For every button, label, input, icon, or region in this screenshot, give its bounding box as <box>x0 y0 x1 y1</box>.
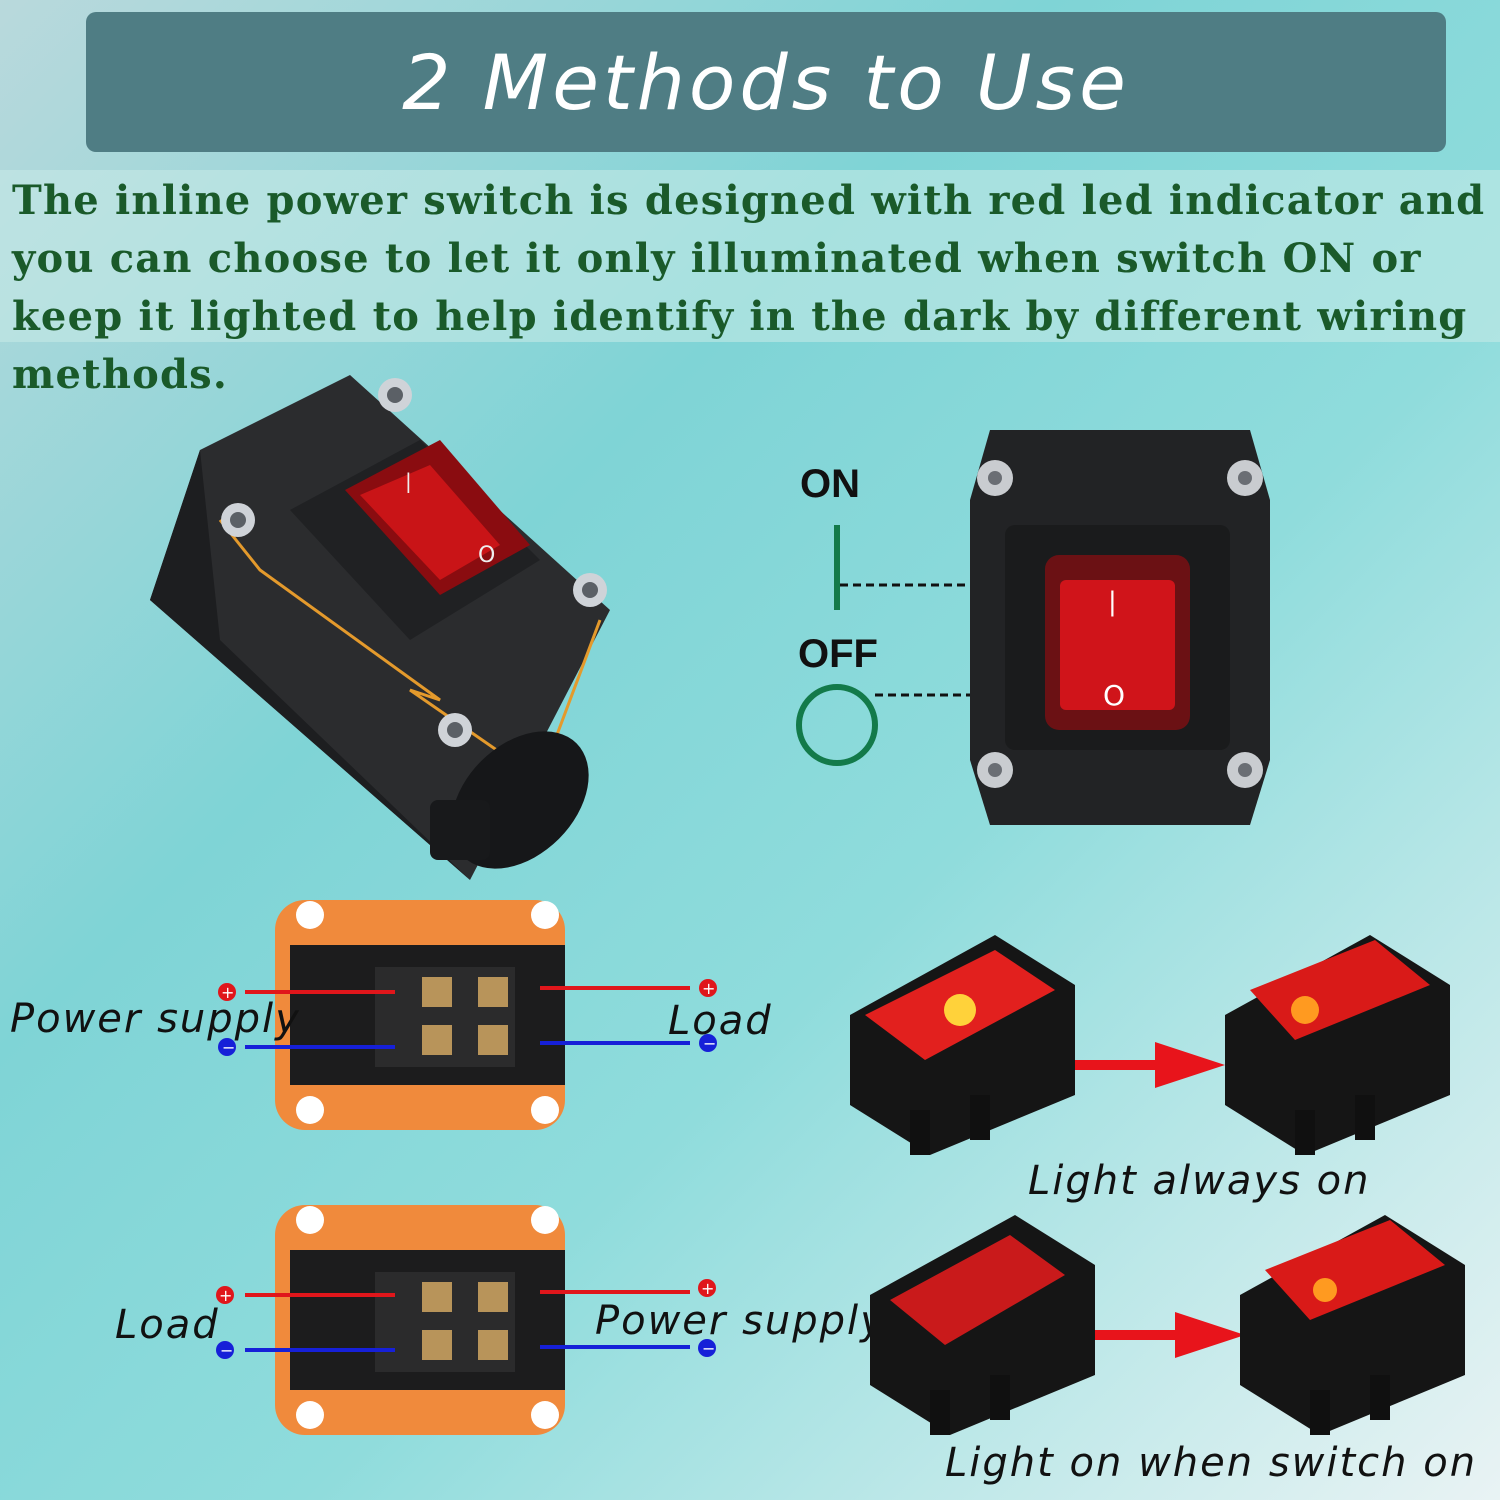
svg-text:−: − <box>703 1034 716 1053</box>
wiring-2-left-label: Load <box>115 1302 220 1348</box>
off-label: OFF <box>798 632 878 676</box>
on-label: ON <box>800 462 860 506</box>
arrow-icon <box>1095 1312 1245 1358</box>
svg-text:|: | <box>405 469 412 493</box>
svg-text:−: − <box>222 1038 235 1057</box>
plus-icon <box>698 1279 716 1297</box>
rocker-switch-on-lit-image <box>1225 935 1450 1155</box>
title-banner: 2 Methods to Use <box>86 12 1446 152</box>
svg-text:|: | <box>1108 587 1117 617</box>
rocker-switch-off-lit-image <box>850 935 1075 1155</box>
rocker-switch-on-unlit-image <box>1240 1215 1465 1435</box>
caption-light-on-when-switch-on: Light on when switch on <box>945 1440 1478 1486</box>
svg-text:+: + <box>221 983 234 1002</box>
plus-icon <box>216 1286 234 1304</box>
wiring-2-right-label: Power supply <box>595 1298 886 1344</box>
svg-text:−: − <box>220 1341 233 1360</box>
arrow-icon <box>1075 1042 1225 1088</box>
wiring-diagram-1: + − + − <box>218 900 717 1130</box>
description-band <box>0 170 1500 342</box>
switch-box-angled-image: | O <box>150 375 610 880</box>
svg-text:O: O <box>478 543 495 568</box>
description-text: The inline power switch is designed with… <box>12 177 1486 398</box>
plus-icon <box>218 983 236 1001</box>
wiring-1-left-label: Power supply <box>10 996 301 1042</box>
wiring-diagram-2: + − + − <box>216 1205 716 1435</box>
minus-icon <box>698 1339 716 1357</box>
svg-text:O: O <box>1103 679 1125 712</box>
plus-icon <box>699 979 717 997</box>
minus-icon <box>216 1341 234 1359</box>
switch-box-front-image: | O <box>970 430 1270 825</box>
minus-icon <box>218 1038 236 1056</box>
svg-text:+: + <box>701 1279 714 1298</box>
wiring-1-right-label: Load <box>668 998 773 1044</box>
caption-light-always-on: Light always on <box>1028 1158 1371 1204</box>
svg-text:−: − <box>702 1339 715 1358</box>
minus-icon <box>699 1034 717 1052</box>
svg-text:+: + <box>219 1286 232 1305</box>
svg-text:+: + <box>702 979 715 998</box>
page-title: 2 Methods to Use <box>402 37 1130 127</box>
off-symbol-icon <box>796 684 878 766</box>
rocker-switch-off-unlit-image <box>870 1215 1095 1435</box>
